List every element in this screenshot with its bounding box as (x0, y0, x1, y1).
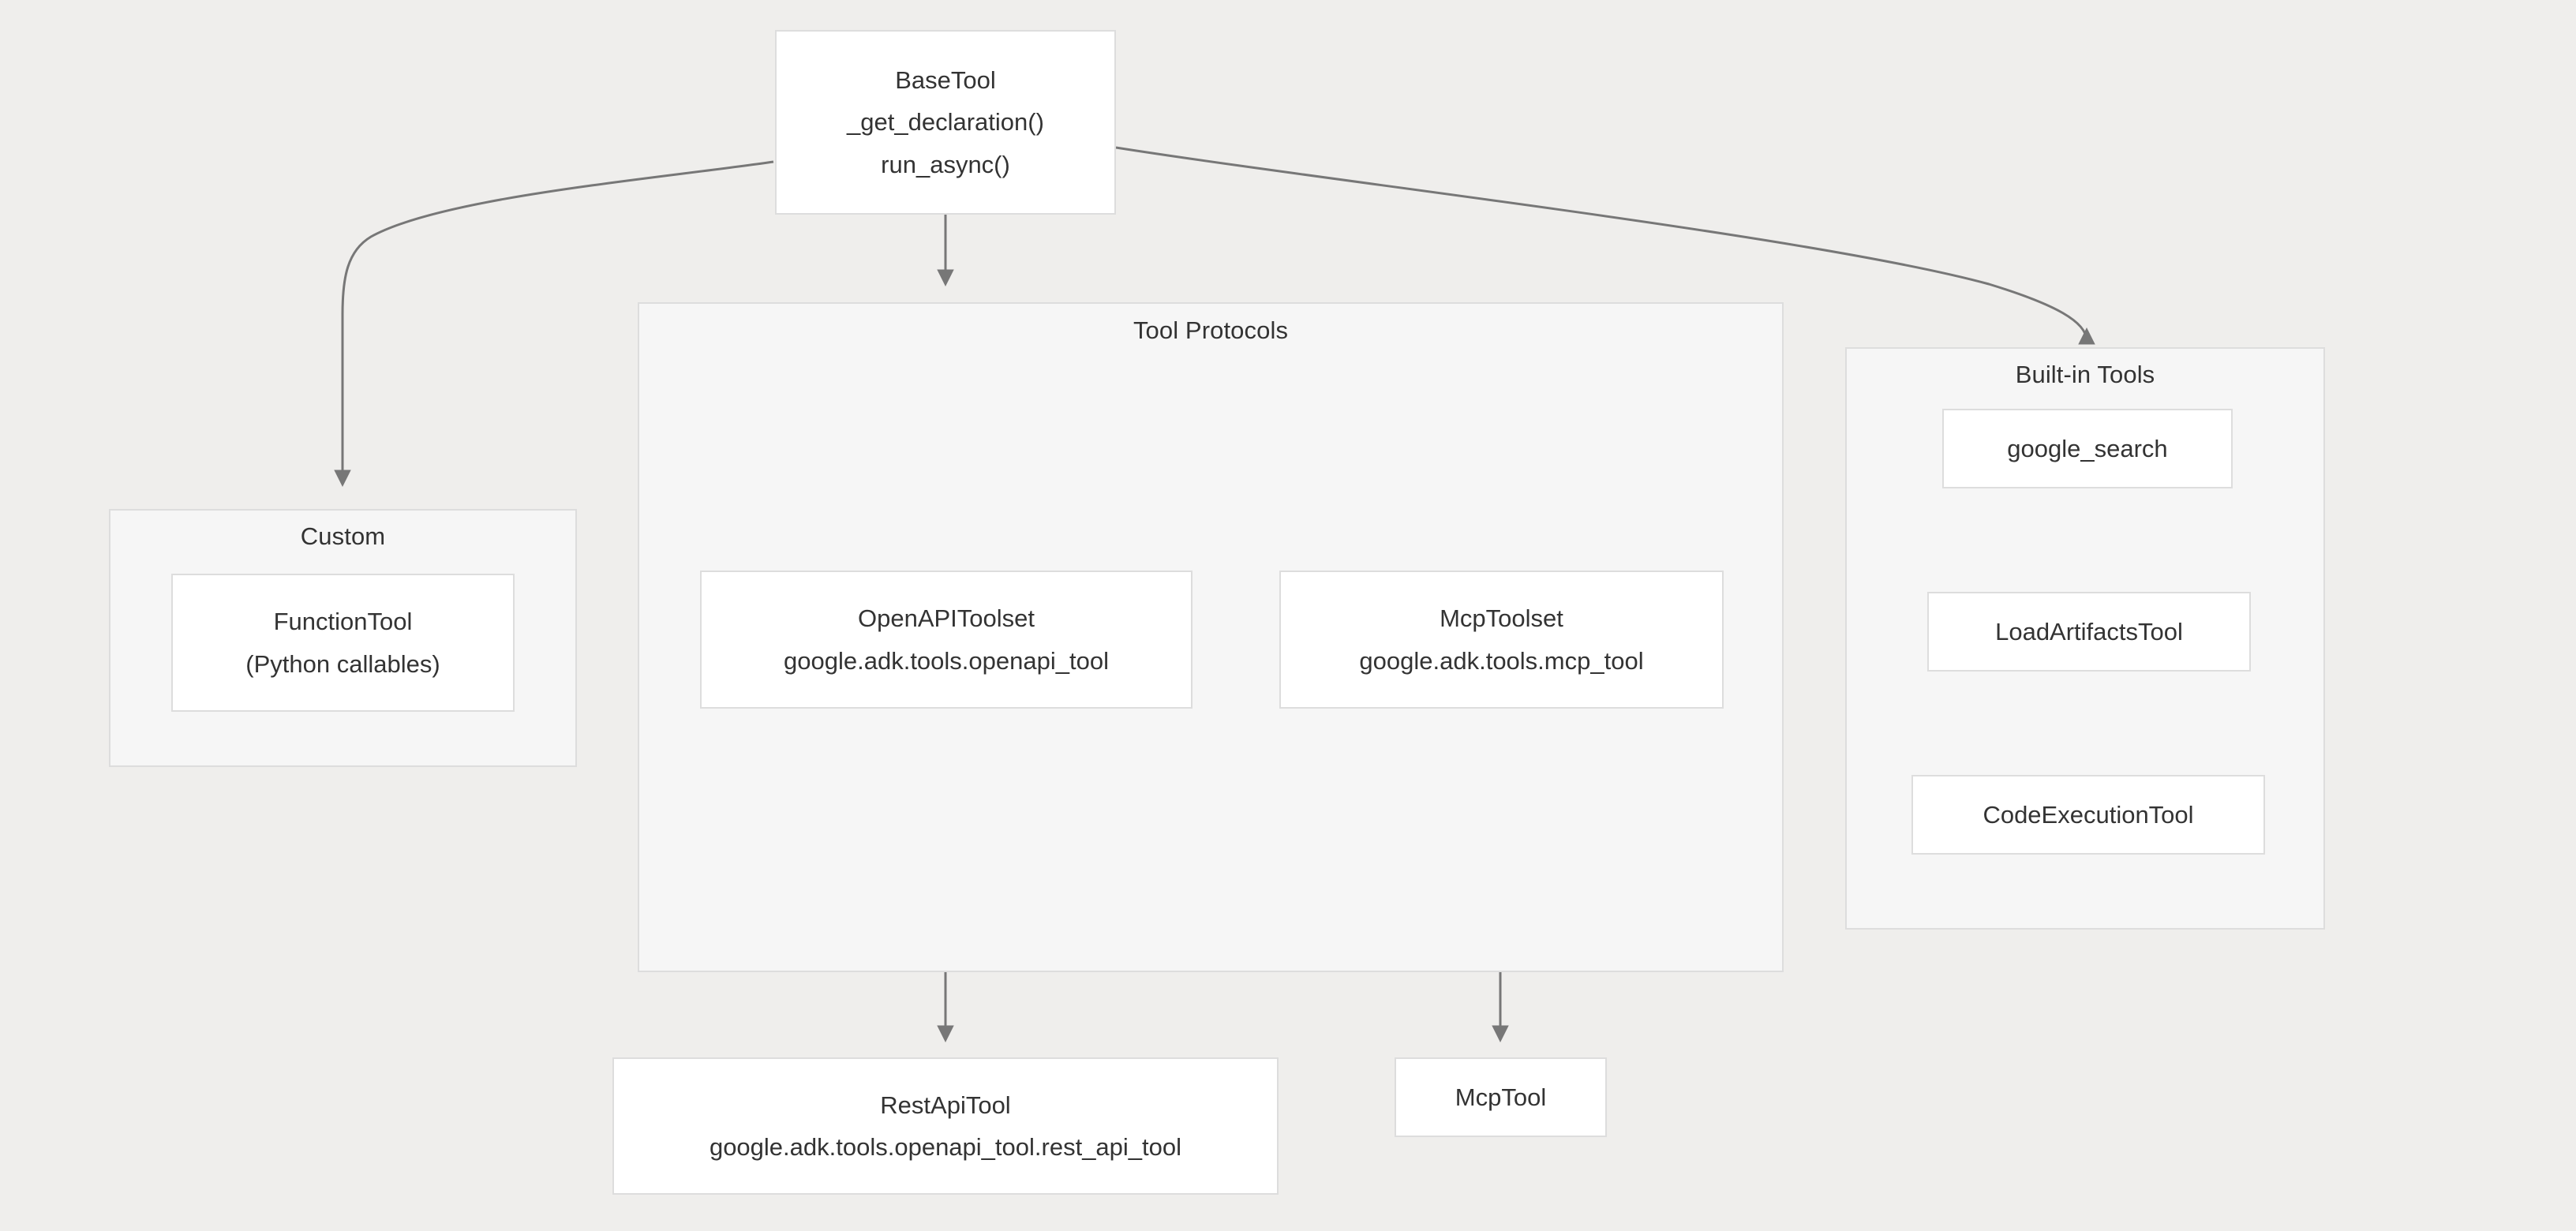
node-load-artifacts-tool-line1: LoadArtifactsTool (1995, 617, 2183, 645)
node-load-artifacts-tool[interactable]: LoadArtifactsTool (1927, 592, 2251, 672)
node-function-tool[interactable]: FunctionTool (Python callables) (171, 574, 515, 712)
node-base-tool-line2: _get_declaration() (847, 108, 1044, 137)
node-mcp-tool[interactable]: McpTool (1395, 1057, 1607, 1137)
node-base-tool-line3: run_async() (881, 150, 1010, 178)
node-base-tool-line1: BaseTool (895, 66, 996, 95)
node-rest-api-tool-line1: RestApiTool (880, 1091, 1011, 1119)
node-mcp-toolset[interactable]: McpToolset google.adk.tools.mcp_tool (1279, 571, 1724, 709)
node-rest-api-tool-line2: google.adk.tools.openapi_tool.rest_api_t… (709, 1133, 1182, 1161)
node-function-tool-line2: (Python callables) (245, 649, 440, 678)
node-mcp-toolset-line1: McpToolset (1440, 604, 1563, 633)
node-openapi-toolset[interactable]: OpenAPIToolset google.adk.tools.openapi_… (700, 571, 1193, 709)
node-google-search[interactable]: google_search (1942, 409, 2233, 488)
node-rest-api-tool[interactable]: RestApiTool google.adk.tools.openapi_too… (612, 1057, 1279, 1195)
node-google-search-line1: google_search (2007, 434, 2168, 462)
node-mcp-toolset-line2: google.adk.tools.mcp_tool (1359, 646, 1644, 675)
node-base-tool[interactable]: BaseTool _get_declaration() run_async() (775, 30, 1116, 215)
node-mcp-tool-line1: McpTool (1455, 1083, 1547, 1111)
group-tool-protocols-label: Tool Protocols (1133, 316, 1289, 344)
node-function-tool-line1: FunctionTool (273, 608, 413, 636)
group-custom-label: Custom (300, 522, 386, 550)
node-code-execution-tool-line1: CodeExecutionTool (1983, 800, 2194, 829)
node-openapi-toolset-line1: OpenAPIToolset (857, 604, 1035, 633)
node-openapi-toolset-line2: google.adk.tools.openapi_tool (784, 646, 1109, 675)
node-code-execution-tool[interactable]: CodeExecutionTool (1911, 775, 2265, 855)
group-builtin-tools-label: Built-in Tools (2015, 361, 2155, 388)
